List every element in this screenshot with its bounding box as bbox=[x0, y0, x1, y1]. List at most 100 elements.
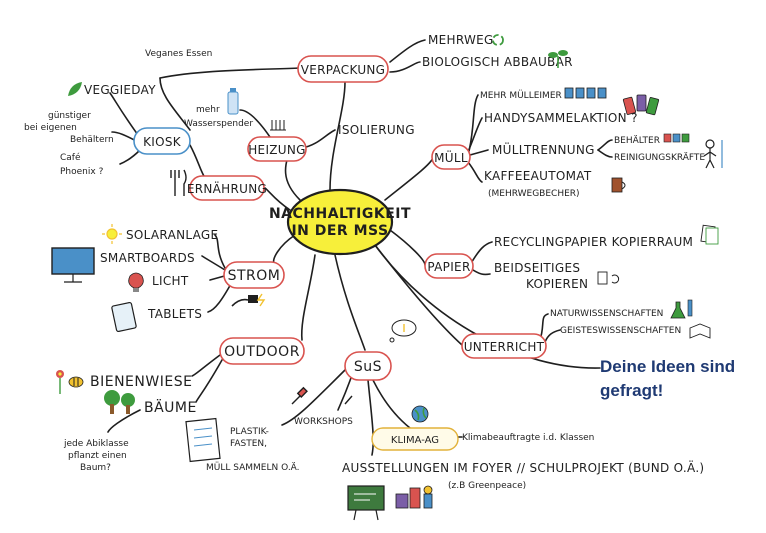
tablets-text: TABLETS bbox=[147, 307, 202, 321]
edge-sus bbox=[334, 254, 366, 351]
center-line2: IN DER MSS bbox=[291, 223, 388, 239]
beidseitiges-text: BEIDSEITIGES bbox=[494, 261, 580, 275]
lightbulb-icon bbox=[128, 272, 144, 292]
trees-icon bbox=[104, 390, 135, 414]
preise-line2: bei eigenen bbox=[24, 123, 77, 133]
flower-icon bbox=[56, 370, 64, 394]
licht-text: LICHT bbox=[152, 274, 189, 288]
ausstellungen-text: AUSSTELLUNGEN IM FOYER // SCHULPROJEKT (… bbox=[342, 460, 704, 475]
checklist-icon bbox=[185, 417, 221, 463]
callout-line2: gefragt! bbox=[600, 381, 663, 400]
geisteswissenschaften-text: GEISTESWISSENSCHAFTEN bbox=[560, 326, 681, 336]
kopieren-text: KOPIEREN bbox=[526, 277, 588, 291]
sorting-bins-icon bbox=[663, 133, 690, 143]
paper-stack-icon bbox=[700, 224, 719, 245]
kiosk-oval bbox=[133, 127, 191, 155]
tools-icon bbox=[291, 386, 353, 405]
edge-outdoor bbox=[300, 254, 316, 341]
tablet-icon bbox=[111, 301, 137, 333]
naturwissenschaften-text: NATURWISSENSCHAFTEN bbox=[550, 309, 663, 319]
biologisch-abbaubar-text: BIOLOGISCH ABBAUBAR bbox=[422, 55, 573, 69]
sprout-icon bbox=[548, 50, 568, 68]
thought-bubble-icon bbox=[389, 319, 417, 343]
klimabeauftragte-text: Klimabeauftragte i.d. Klassen bbox=[462, 433, 594, 443]
edge-ernaehrung bbox=[264, 187, 291, 211]
edge-strom bbox=[273, 234, 296, 266]
reinigungskraefte-text: REINIGUNGSKRÄFTE bbox=[614, 152, 705, 163]
mehrweg-text: MEHRWEG bbox=[428, 33, 494, 47]
papier-label: PAPIER bbox=[427, 260, 470, 274]
callout-line1: Deine Ideen sind bbox=[600, 357, 735, 376]
sus-label: SuS bbox=[354, 359, 382, 375]
flask-icon bbox=[670, 299, 693, 319]
mehrwegbecher-text: (MEHRWEGBECHER) bbox=[488, 189, 580, 199]
strom-label: STROM bbox=[228, 268, 281, 284]
plug-icon bbox=[231, 293, 266, 307]
muelltrennung-text: MÜLLTRENNUNG bbox=[492, 141, 595, 157]
ernaehrung-label: ERNÄHRUNG bbox=[187, 181, 267, 196]
handysammelaktion-text: HANDYSAMMELAKTION ? bbox=[484, 111, 638, 125]
abiklasse-line2: pflanzt einen bbox=[68, 451, 127, 461]
edge-muell bbox=[384, 157, 434, 201]
cleaner-person-icon bbox=[703, 139, 723, 169]
preise-line3: Behältern bbox=[70, 135, 114, 145]
verpackung-label: VERPACKUNG bbox=[301, 63, 386, 77]
plastikfasten-line1: PLASTIK- bbox=[230, 427, 269, 437]
isolierung-text: ISOLIERUNG bbox=[338, 123, 415, 137]
cafe-line1: Café bbox=[60, 152, 81, 163]
edge-papier bbox=[389, 229, 426, 266]
kaffeeautomat-text: KAFFEEAUTOMAT bbox=[484, 169, 592, 183]
klima-ag-box bbox=[371, 427, 459, 451]
leaf-icon bbox=[68, 82, 82, 96]
radiator-icon bbox=[270, 120, 286, 131]
outdoor-label: OUTDOOR bbox=[224, 344, 300, 360]
recycle-icon bbox=[492, 34, 504, 46]
strom-oval bbox=[223, 261, 285, 289]
ernaehrung-oval bbox=[189, 175, 265, 201]
veggieday-text: VEGGIEDAY bbox=[84, 83, 156, 97]
bienenwiese-text: BIENENWIESE bbox=[90, 374, 192, 390]
preise-line1: günstiger bbox=[48, 111, 91, 121]
veganes-essen-text: Veganes Essen bbox=[145, 49, 212, 59]
muell-label: MÜLL bbox=[434, 149, 468, 165]
wasserspender-line2: Wasserspender bbox=[184, 119, 253, 129]
cafe-line2: Phoenix ? bbox=[60, 167, 104, 177]
behaelter-text: BEHÄLTER bbox=[614, 135, 660, 146]
book-icon bbox=[689, 323, 711, 339]
wasserspender-line1: mehr bbox=[196, 105, 220, 115]
papier-oval bbox=[424, 253, 474, 279]
verpackung-oval bbox=[297, 55, 389, 83]
abiklasse-line3: Baum? bbox=[80, 463, 111, 473]
plastikfasten-line2: FASTEN, bbox=[230, 439, 267, 449]
edge-verpackung bbox=[329, 81, 346, 191]
plastikfasten-line3: MÜLL SAMMELN O.Ä. bbox=[206, 462, 300, 473]
center-node bbox=[286, 188, 394, 256]
solaranlage-text: SOLARANLAGE bbox=[126, 228, 218, 242]
duplex-icon bbox=[597, 271, 620, 285]
abiklasse-line1: jede Abiklasse bbox=[63, 439, 129, 449]
bee-icon bbox=[68, 376, 84, 388]
unterricht-oval bbox=[461, 333, 547, 359]
smartboard-icon bbox=[51, 247, 95, 283]
klima-ag-text: KLIMA-AG bbox=[391, 435, 439, 446]
smartboards-text: SMARTBOARDS bbox=[100, 251, 195, 265]
baeume-text: BÄUME bbox=[144, 398, 197, 416]
heizung-oval bbox=[247, 136, 307, 162]
center-line1: NACHHALTIGKEIT bbox=[269, 206, 411, 222]
phones-icon bbox=[622, 94, 660, 116]
bins-icon bbox=[564, 87, 607, 99]
outdoor-oval bbox=[219, 337, 305, 365]
sus-oval bbox=[344, 351, 392, 381]
sun-icon bbox=[102, 224, 122, 244]
mehr-muelleimer-text: MEHR MÜLLEIMER bbox=[480, 90, 562, 101]
chalkboard-icon bbox=[347, 485, 385, 521]
globe-icon bbox=[411, 405, 429, 423]
heizung-label: HEIZUNG bbox=[248, 143, 306, 157]
coffee-cup-icon bbox=[611, 177, 626, 193]
exhibition-people-icon bbox=[395, 485, 433, 509]
muell-oval bbox=[431, 144, 471, 170]
kiosk-label: KIOSK bbox=[143, 135, 182, 149]
recyclingpapier-text: RECYCLINGPAPIER KOPIERRAUM bbox=[494, 235, 693, 249]
